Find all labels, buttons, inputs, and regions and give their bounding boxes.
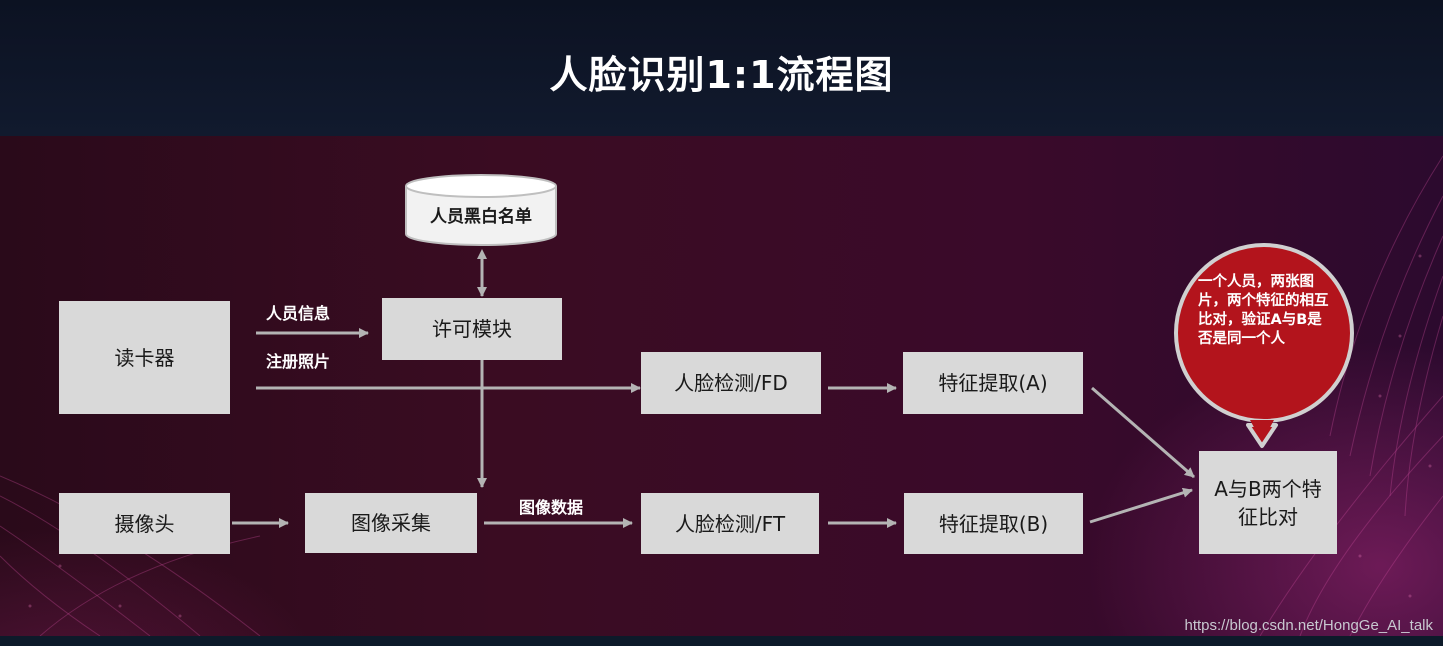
edge-featurea-to-compare [1091, 386, 1195, 479]
edge-label-registered-photo: 注册照片 [266, 352, 331, 371]
node-feature-b: 特征提取(B) [904, 493, 1083, 554]
node-face-detect-fd: 人脸检测/FD [641, 352, 821, 414]
node-compare-label: A与B两个特征比对 [1214, 476, 1322, 529]
node-card-reader-label: 读卡器 [114, 345, 175, 370]
blacklist-db-label: 人员黑白名单 [430, 207, 532, 227]
node-face-detect-ft-label: 人脸检测/FT [674, 511, 786, 536]
title-bar [0, 0, 1443, 136]
callout-bubble [1174, 243, 1354, 448]
page-title: 人脸识别1:1流程图 [549, 53, 894, 97]
edge-label-image-data: 图像数据 [519, 498, 584, 517]
watermark: https://blog.csdn.net/HongGe_AI_talk [1184, 617, 1434, 634]
node-feature-b-label: 特征提取(B) [938, 511, 1049, 536]
callout-text: 一个人员，两张图片，两个特征的相互比对，验证A与B是否是同一个人 [1198, 274, 1329, 347]
node-license-module: 许可模块 [382, 298, 562, 360]
decorative-streaks [0, 155, 1443, 636]
node-license-module-label: 许可模块 [432, 317, 512, 341]
node-face-detect-ft: 人脸检测/FT [641, 493, 819, 554]
node-feature-a-label: 特征提取(A) [938, 371, 1048, 395]
node-image-capture-label: 图像采集 [351, 511, 431, 535]
node-image-capture: 图像采集 [305, 493, 477, 553]
node-feature-a: 特征提取(A) [903, 352, 1083, 414]
node-compare: A与B两个特征比对 [1199, 451, 1337, 554]
edge-label-person-info: 人员信息 [266, 304, 331, 323]
edge-featureb-to-compare [1089, 487, 1193, 524]
bottom-strip [0, 636, 1443, 646]
node-face-detect-fd-label: 人脸检测/FD [674, 371, 788, 395]
blacklist-db-cylinder [405, 174, 557, 246]
node-card-reader: 读卡器 [59, 301, 230, 414]
node-camera-label: 摄像头 [114, 511, 175, 536]
node-camera: 摄像头 [59, 493, 230, 554]
